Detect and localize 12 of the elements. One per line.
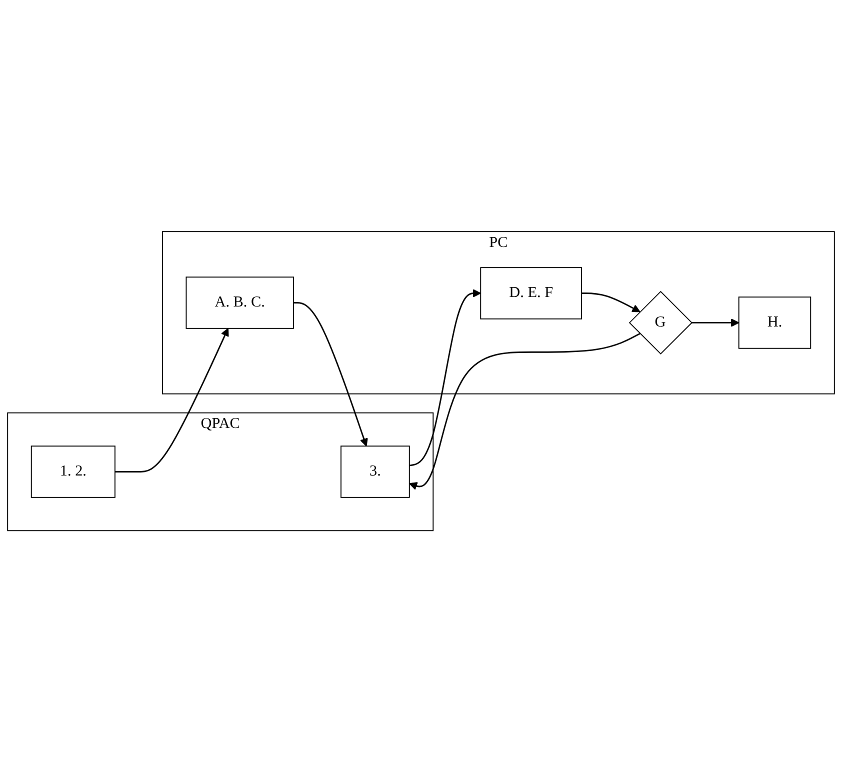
arrow — [409, 332, 640, 490]
arrow — [293, 302, 368, 446]
arrow — [582, 292, 640, 312]
node-box: A. B. C. — [186, 276, 294, 329]
node-box: H. — [738, 296, 812, 349]
node-box: 3. — [340, 446, 410, 498]
arrow — [409, 288, 482, 466]
node-box: 1. 2. — [30, 446, 116, 498]
node-box: D. E. F — [480, 267, 582, 320]
arrow — [114, 328, 229, 472]
node-diamond: G — [628, 290, 692, 354]
arrow — [691, 318, 740, 327]
